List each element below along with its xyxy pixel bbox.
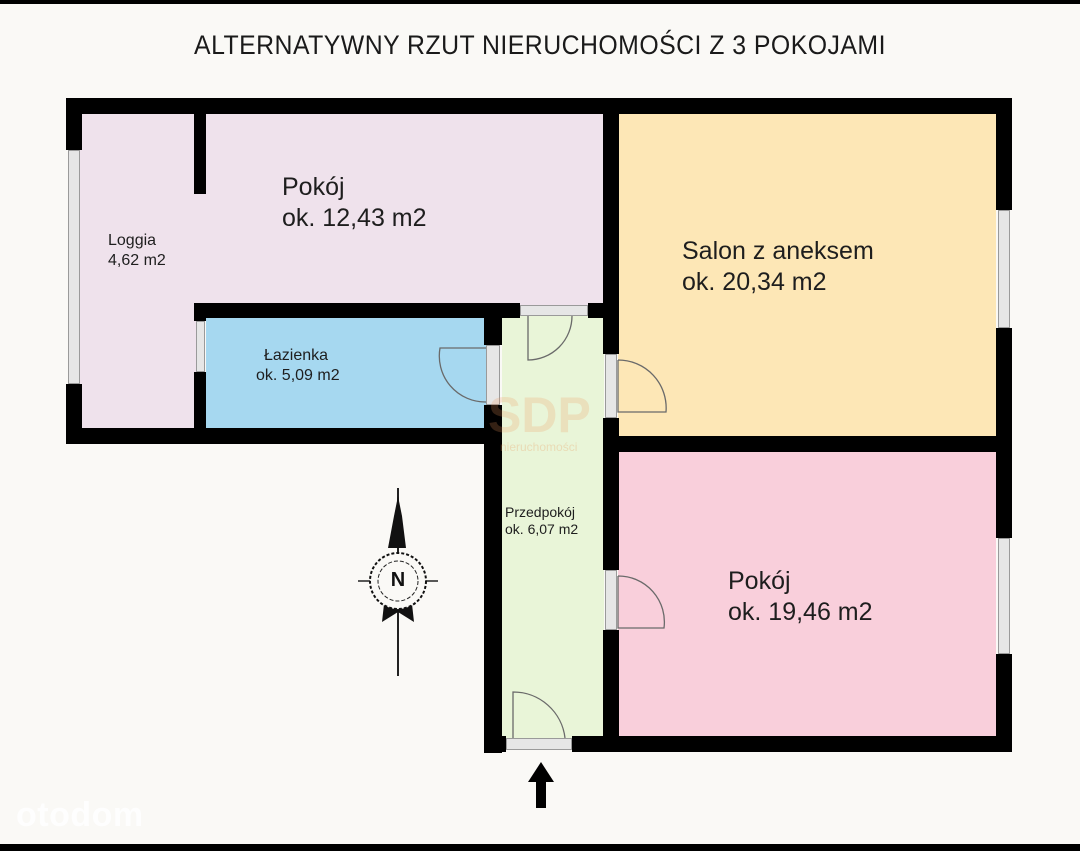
room-loggia-fill (80, 112, 197, 430)
top-frame-bar (0, 0, 1080, 4)
wall-top (66, 98, 1012, 114)
room-area: ok. 6,07 m2 (505, 521, 579, 538)
door-opening-bath (486, 345, 500, 405)
wall-bottom-entrance-left (484, 736, 506, 752)
wall-bath-left-upper (194, 303, 206, 321)
room-lazienka-fill (206, 318, 486, 430)
room-name: Przedpokój (505, 504, 576, 520)
door-opening-entrance (506, 738, 572, 750)
wall-right-mid (996, 328, 1012, 538)
wall-left-upper (66, 98, 82, 150)
wall-right-top (996, 98, 1012, 210)
label-pokoj-large: Pokój ok. 19,46 m2 (728, 566, 873, 627)
otodom-watermark: otodom (16, 796, 144, 834)
label-przedpokoj: Przedpokój ok. 6,07 m2 (505, 504, 605, 538)
bottom-frame-bar (0, 844, 1080, 851)
compass-label: N (390, 569, 406, 591)
room-area: ok. 5,09 m2 (256, 366, 340, 384)
room-name: Pokój (728, 567, 791, 595)
wall-corridor-left-upper (484, 303, 502, 345)
window-loggia (68, 150, 80, 384)
room-area: ok. 12,43 m2 (282, 203, 427, 232)
wall-middle-lower (603, 630, 619, 752)
compass-north-icon (358, 488, 438, 676)
room-name: Salon z aneksem (682, 237, 874, 265)
door-opening-pokoj-small (520, 305, 588, 316)
wall-bath-top (194, 303, 504, 318)
wall-bath-left-lower (194, 372, 206, 442)
wall-loggia-stub (194, 112, 206, 194)
label-pokoj-small: Pokój ok. 12,43 m2 (282, 172, 427, 233)
agency-watermark: SDP (488, 387, 591, 443)
room-area: 4,62 m2 (108, 251, 166, 269)
wall-middle-upper (603, 98, 619, 354)
room-name: Łazienka (264, 347, 329, 364)
window-salon (998, 210, 1010, 328)
wall-bottom-right (572, 736, 1012, 752)
room-area: ok. 20,34 m2 (682, 267, 827, 296)
room-name: Pokój (282, 173, 345, 201)
agency-watermark-sub: nieruchomości (500, 440, 578, 454)
label-salon: Salon z aneksem ok. 20,34 m2 (682, 236, 874, 297)
wall-corridor-left-lower (484, 405, 502, 753)
room-salon-fill (618, 112, 996, 436)
room-name: Loggia (108, 232, 157, 249)
label-lazienka: Łazienka ok. 5,09 m2 (256, 346, 340, 385)
room-area: ok. 19,46 m2 (728, 597, 873, 626)
label-loggia: Loggia 4,62 m2 (108, 231, 166, 270)
wall-middle-mid (603, 418, 619, 570)
plan-title: ALTERNATYWNY RZUT NIERUCHOMOŚCI Z 3 POKO… (194, 30, 886, 60)
room-przedpokoj-fill (502, 314, 604, 738)
room-pokoj-large-fill (618, 452, 996, 736)
door-opening-bath-left (196, 321, 205, 372)
wall-right-bottom (996, 654, 1012, 752)
wall-salon-pokoj-divider (603, 436, 1012, 452)
door-opening-pokoj-large (605, 570, 617, 630)
arrow-up-icon (528, 762, 554, 808)
door-opening-salon (605, 354, 617, 418)
window-pokoj-large (998, 538, 1010, 654)
wall-bottom-left (66, 428, 502, 444)
